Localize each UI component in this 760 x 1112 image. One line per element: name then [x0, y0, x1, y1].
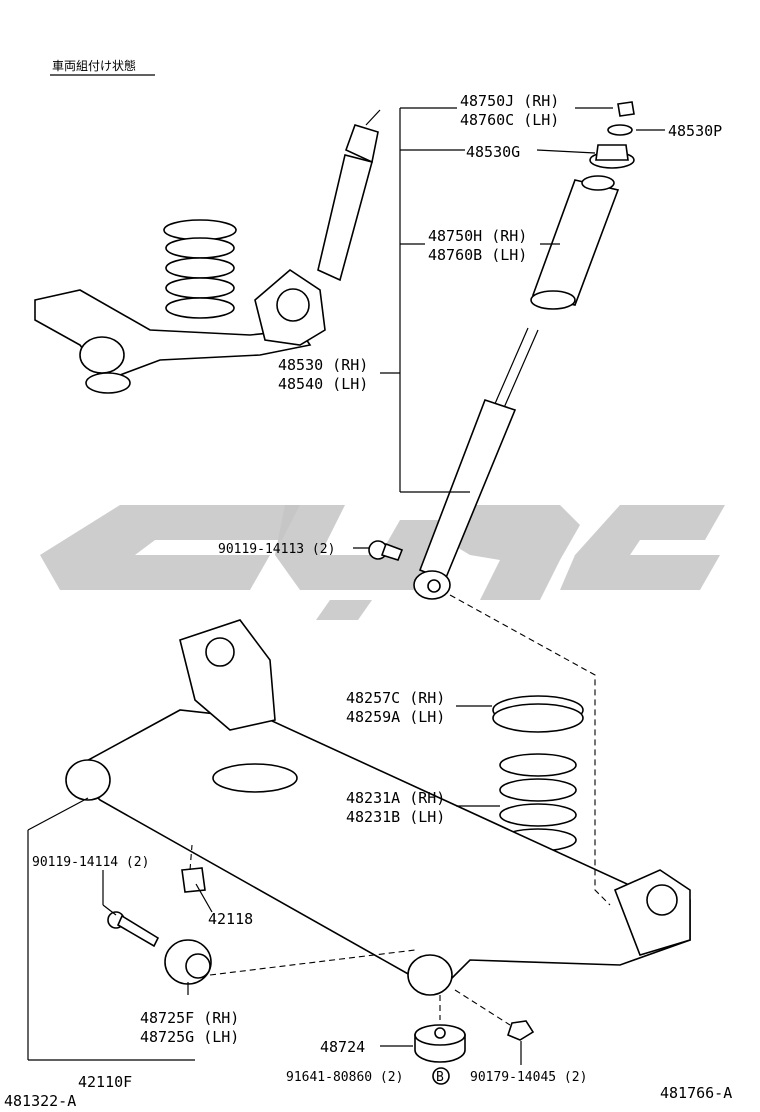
label-90119-14114: 90119-14114 (2): [32, 855, 149, 870]
installed-view-inset: [34, 74, 381, 394]
label-48257C: 48257C (RH): [346, 689, 445, 707]
label-48231B: 48231B (LH): [346, 808, 445, 826]
label-48725F: 48725F (RH): [140, 1009, 239, 1027]
bushing-48725F: [164, 939, 212, 985]
footer-left-code: 481322-A: [4, 1092, 76, 1110]
label-48760B: 48760B (LH): [428, 246, 527, 264]
label-48750J: 48750J (RH): [460, 92, 559, 110]
label-48530P: 48530P: [668, 122, 722, 140]
mark-circle: [432, 1067, 450, 1085]
label-48231A: 48231A (RH): [346, 789, 445, 807]
bolt-90119-14114: [107, 911, 160, 948]
label-48530: 48530 (RH): [278, 356, 368, 374]
label-48540: 48540 (LH): [278, 375, 368, 393]
label-48760C: 48760C (LH): [460, 111, 559, 129]
label-48259A: 48259A (LH): [346, 708, 445, 726]
label-42118: 42118: [208, 910, 253, 928]
label-91641-80860: 91641-80860 (2): [286, 1070, 403, 1085]
spring-seat: [492, 695, 584, 733]
nut-90179-14045: [507, 1020, 535, 1041]
footer-right-code: 481766-A: [660, 1084, 732, 1102]
leader-lines: [27, 107, 665, 1065]
install-lines: [189, 594, 611, 1026]
watermark-logo: [40, 505, 725, 620]
caption-installed: 車両組付け状態: [52, 58, 136, 73]
shock-assembly: [413, 101, 635, 600]
axle-beam: [65, 619, 691, 996]
label-48724: 48724: [320, 1038, 365, 1056]
bushing-42118: [181, 867, 206, 893]
stopper-48724: [414, 1024, 466, 1063]
label-90179-14045: 90179-14045 (2): [470, 1070, 587, 1085]
bolt-90119-14113: [368, 540, 404, 561]
callout-labels: 車両組付け状態 48750J (RH) 48760C (LH) 48530P 4…: [4, 58, 732, 1110]
label-48725G: 48725G (LH): [140, 1028, 239, 1046]
label-91641-mark: B: [436, 1070, 444, 1085]
label-48750H: 48750H (RH): [428, 227, 527, 245]
label-48530G: 48530G: [466, 143, 520, 161]
label-90119-14113: 90119-14113 (2): [218, 542, 335, 557]
label-42110F: 42110F: [78, 1073, 132, 1091]
